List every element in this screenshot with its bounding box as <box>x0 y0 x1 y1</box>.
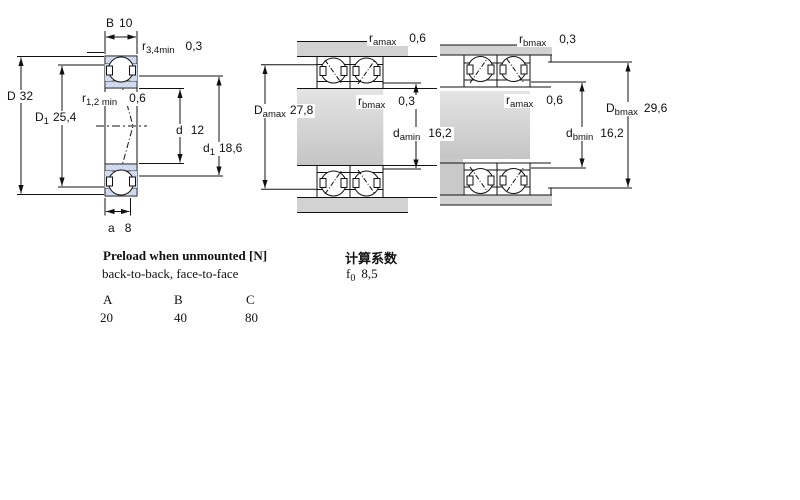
housing-band <box>440 45 552 55</box>
housing-band <box>440 195 552 205</box>
preload-subtitle: back-to-back, face-to-face <box>102 266 239 281</box>
face-to-face-figure <box>440 44 632 206</box>
preload-title: Preload when unmounted [N] <box>103 248 268 263</box>
value-C: 80 <box>245 310 258 325</box>
col-header-C: C <box>246 292 255 307</box>
housing-band <box>297 197 408 213</box>
value-A: 20 <box>100 310 113 325</box>
col-header-B: B <box>174 292 183 307</box>
calc-factors-title: 计算系数 <box>345 251 398 266</box>
single-bearing-figure <box>17 31 223 216</box>
value-B: 40 <box>174 310 187 325</box>
col-header-A: A <box>103 292 113 307</box>
